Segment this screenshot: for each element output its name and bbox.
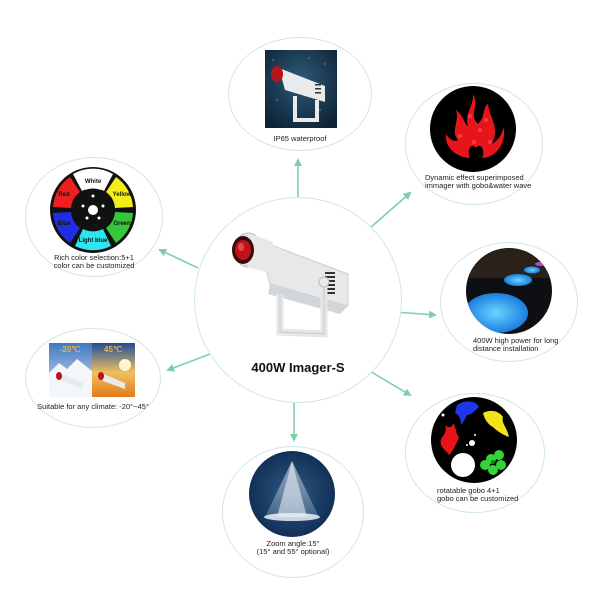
arrow-down-left bbox=[166, 353, 211, 372]
caption-zoom-line2: (15° and 55° optional) bbox=[256, 547, 330, 556]
caption-gobo-line1: rotatable gobo 4+1 bbox=[437, 486, 500, 495]
wheel-label-white: White bbox=[85, 179, 102, 185]
caption-waterproof: IP65 waterproof bbox=[273, 134, 327, 143]
caption-dynamic: Dynamic effect superimposed immager with… bbox=[425, 174, 545, 190]
dynamic-effect-image bbox=[430, 86, 516, 172]
arrow-right bbox=[394, 310, 437, 319]
wheel-segment-yellow bbox=[106, 177, 133, 208]
caption-power-line2: distance installation bbox=[473, 344, 539, 353]
caption-dynamic-line1: Dynamic effect superimposed bbox=[425, 173, 524, 182]
wheel-label-lightblue: Light blue bbox=[79, 238, 108, 244]
gobo-blue-leaf bbox=[455, 401, 479, 425]
arrow-down-right bbox=[367, 369, 412, 397]
gobo-open-circle bbox=[451, 453, 475, 477]
color-wheel-image: White Yellow Green Light blue Blue Red bbox=[50, 167, 136, 253]
wheel-label-blue: Blue bbox=[57, 221, 71, 227]
arrow-up-left bbox=[158, 248, 199, 269]
wheel-label-green: Green bbox=[113, 221, 131, 227]
cold-temp-label: -20℃ bbox=[60, 345, 81, 354]
wheel-label-yellow: Yellow bbox=[113, 192, 132, 198]
caption-gobo-line2: gobo can be customized bbox=[437, 494, 519, 503]
wheel-segment-blue bbox=[53, 212, 80, 243]
power-image bbox=[466, 248, 552, 334]
caption-zoom: Zoom angle:15° (15° and 55° optional) bbox=[233, 540, 353, 556]
climate-image: -20℃ 45℃ bbox=[49, 343, 135, 397]
projector-image bbox=[232, 232, 349, 338]
caption-color-line1: Rich color selection:5+1 bbox=[54, 253, 134, 262]
wheel-segment-red bbox=[53, 177, 80, 208]
caption-color: Rich color selection:5+1 color can be cu… bbox=[34, 254, 154, 270]
caption-dynamic-line2: immager with gobo&water wave bbox=[425, 181, 532, 190]
caption-power: 400W high power for long distance instal… bbox=[473, 337, 583, 353]
gobo-yellow-tiger bbox=[483, 410, 509, 437]
waterproof-image bbox=[265, 50, 337, 128]
arrow-up-right bbox=[369, 191, 412, 229]
caption-climate: Suitable for any climate: -20°~45° bbox=[37, 402, 149, 411]
caption-zoom-line1: Zoom angle:15° bbox=[266, 539, 320, 548]
caption-power-line1: 400W high power for long bbox=[473, 336, 559, 345]
hot-temp-label: 45℃ bbox=[104, 345, 122, 354]
gobo-red-flame bbox=[440, 423, 459, 455]
gobo-image bbox=[431, 397, 517, 483]
caption-color-line2: color can be customized bbox=[53, 261, 135, 270]
wheel-segment-lightblue bbox=[75, 229, 111, 251]
wheel-label-red: Red bbox=[58, 192, 70, 198]
product-title: 400W Imager-S bbox=[251, 360, 345, 375]
zoom-angle-image bbox=[249, 451, 335, 537]
caption-gobo: rotatable gobo 4+1 gobo can be customize… bbox=[437, 487, 547, 503]
wheel-segment-green bbox=[106, 212, 133, 243]
